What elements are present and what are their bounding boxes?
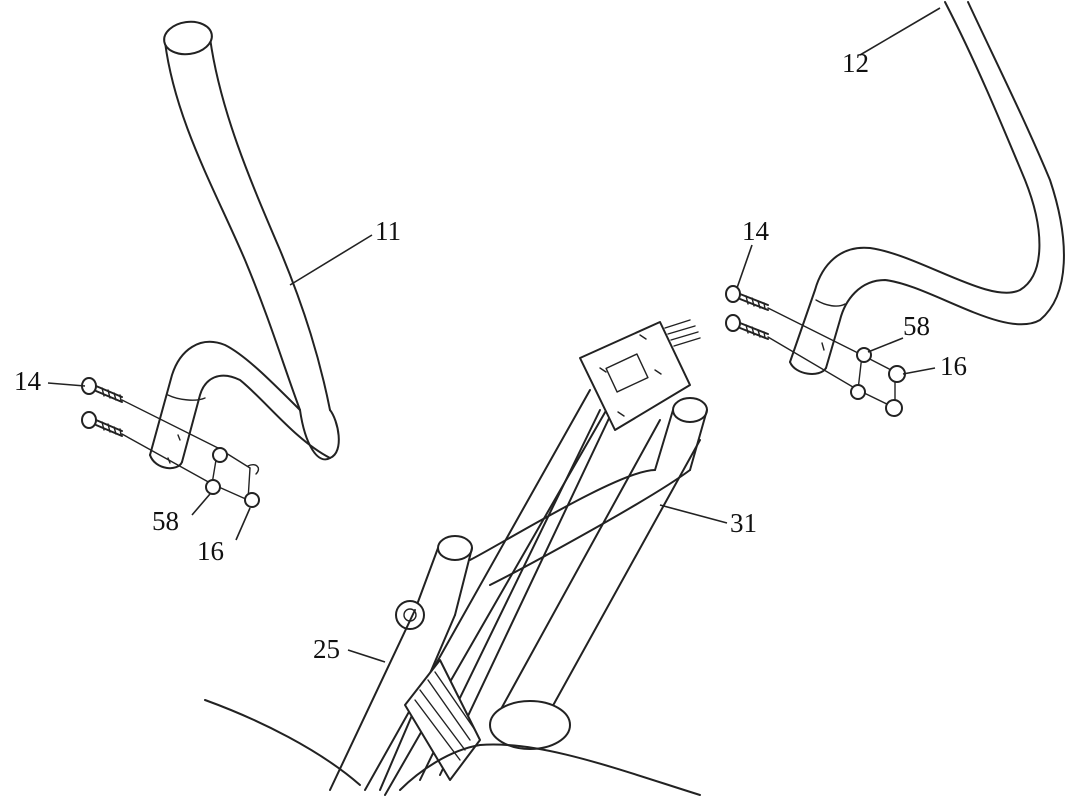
leader-lines bbox=[47, 7, 941, 663]
label-part-25: 25 bbox=[313, 634, 340, 664]
right-handlebar bbox=[789, 1, 1065, 375]
left-fasteners bbox=[81, 377, 260, 508]
label-part-16-right: 16 bbox=[940, 351, 967, 381]
label-part-12: 12 bbox=[842, 48, 869, 78]
label-part-14-left: 14 bbox=[14, 366, 42, 396]
label-part-14-right: 14 bbox=[742, 216, 770, 246]
label-part-58-right: 58 bbox=[903, 311, 930, 341]
label-part-16-left: 16 bbox=[197, 536, 224, 566]
upright-frame bbox=[204, 319, 708, 796]
label-part-11: 11 bbox=[375, 216, 401, 246]
right-fasteners bbox=[725, 285, 906, 417]
left-handlebar bbox=[149, 20, 340, 470]
label-part-31: 31 bbox=[730, 508, 757, 538]
label-part-58-left: 58 bbox=[152, 506, 179, 536]
